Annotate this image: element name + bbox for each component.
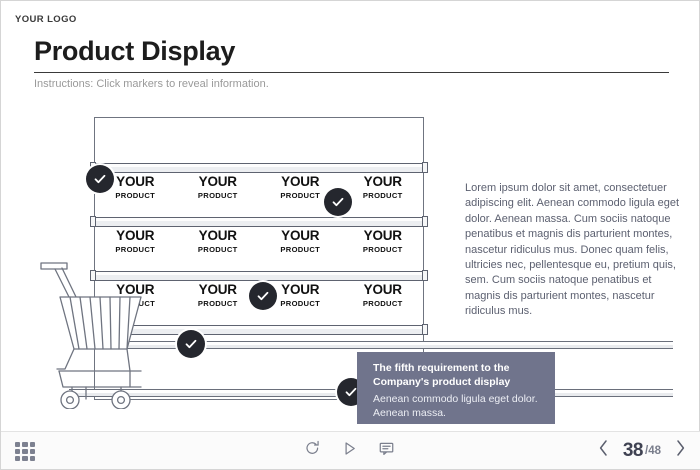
playback-controls [304,440,395,462]
tooltip-body: Aenean commodo ligula eget dolor. Aenean… [373,393,538,419]
total-pages: /48 [645,444,661,457]
page-title: Product Display [34,36,236,66]
page-navigation: 38 /48 [597,438,687,463]
shopping-cart-illustration [29,259,199,410]
play-icon[interactable] [341,440,358,462]
check-icon [343,384,359,400]
chevron-left-icon[interactable] [597,438,610,463]
chevron-right-icon[interactable] [674,438,687,463]
check-icon [183,336,199,352]
bottom-toolbar: 38 /48 [1,431,700,469]
marker-2[interactable] [324,188,352,216]
current-page-number: 38 [622,439,644,461]
shelf-board-3 [90,270,428,281]
tooltip-title: The fifth requirement to the Company's p… [373,362,511,388]
grid-menu-icon[interactable] [15,442,35,461]
marker-1[interactable] [86,165,114,193]
marker-4[interactable] [177,330,205,358]
body-copy: Lorem ipsum dolor sit amet, consectetuer… [465,182,680,318]
logo: YOUR LOGO [15,14,77,25]
shelf-board-1 [90,162,428,173]
replay-icon[interactable] [304,440,321,462]
check-icon [92,171,108,187]
check-icon [330,194,346,210]
instructions-text: Instructions: Click markers to reveal in… [34,78,269,90]
marker-3[interactable] [249,282,277,310]
check-icon [255,288,271,304]
notes-icon[interactable] [378,440,395,462]
display-rail-1 [97,341,673,349]
title-divider [34,72,669,73]
marker-tooltip: The fifth requirement to the Company's p… [357,352,555,424]
shelf-board-2 [90,216,428,227]
